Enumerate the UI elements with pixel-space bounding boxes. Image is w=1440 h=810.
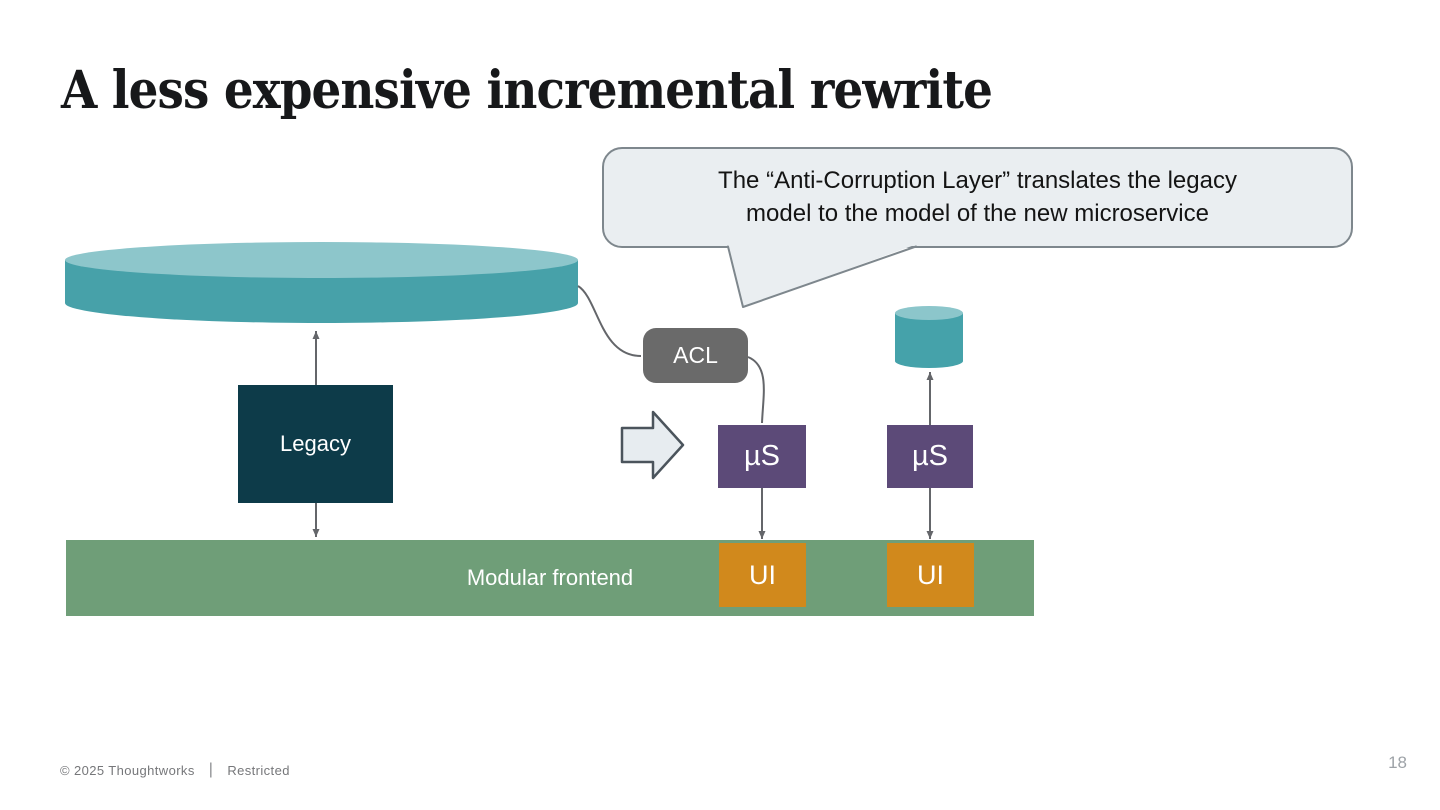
curve-acl-to-microservice1 <box>747 356 765 424</box>
footer-classification: Restricted <box>227 762 290 778</box>
curve-database-to-acl <box>577 285 642 357</box>
ui-box-1: UI <box>719 543 806 607</box>
microservice-database-cylinder-icon <box>895 306 963 368</box>
page-number: 18 <box>1388 753 1407 772</box>
modular-frontend-bar: Modular frontend UI UI <box>66 540 1034 616</box>
microservice-box-1: µS <box>718 425 806 488</box>
microservice-box-2: µS <box>887 425 973 488</box>
ui-box-2: UI <box>887 543 974 607</box>
page-title: A less expensive incremental rewrite <box>61 60 993 121</box>
callout-line-2: model to the model of the new microservi… <box>746 200 1209 227</box>
callout-line-1: The “Anti-Corruption Layer” translates t… <box>718 167 1237 194</box>
footer-separator: | <box>208 761 214 778</box>
legacy-box: Legacy <box>238 385 393 503</box>
footer: © 2025 Thoughtworks | Restricted <box>60 761 290 779</box>
callout-bubble: The “Anti-Corruption Layer” translates t… <box>602 147 1353 248</box>
acl-box: ACL <box>643 328 748 383</box>
footer-copyright: © 2025 Thoughtworks <box>60 762 195 778</box>
legacy-database-cylinder-icon <box>65 242 578 324</box>
block-arrow-right-icon <box>620 410 685 480</box>
frontend-label: Modular frontend <box>466 565 634 590</box>
